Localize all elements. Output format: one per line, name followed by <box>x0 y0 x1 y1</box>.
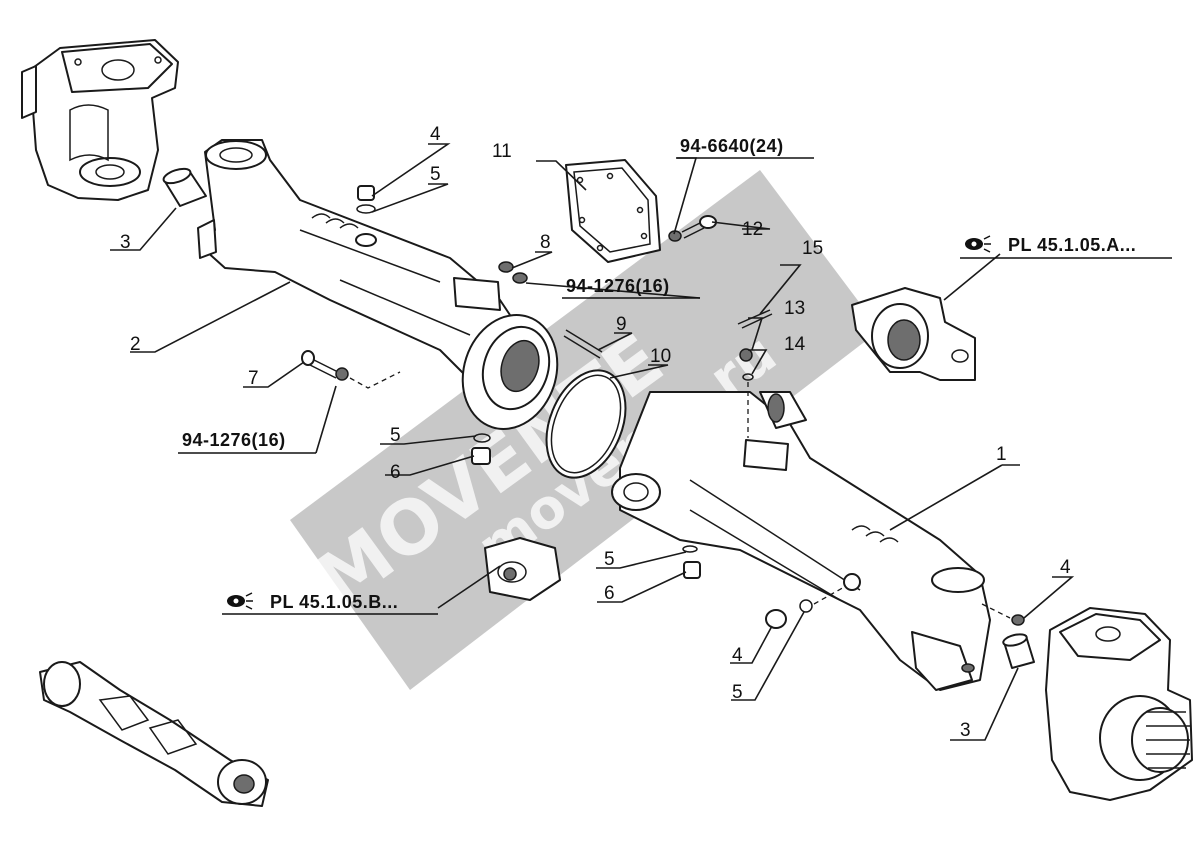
crossref-pl-a[interactable]: PL 45.1.05.A... <box>960 235 1172 259</box>
ref-pl-b-label: PL 45.1.05.B... <box>270 592 398 612</box>
breather-top <box>355 185 377 247</box>
stud-9 <box>563 329 603 359</box>
ref-94-6640: 94-6640(24) <box>680 136 784 156</box>
axle-housing-left-half <box>197 139 521 381</box>
callout-9: 9 <box>616 314 627 335</box>
callout-4-right: 4 <box>1060 557 1071 578</box>
bushing-right <box>981 603 1035 669</box>
callout-13: 13 <box>784 298 805 319</box>
callout-labels: 1 2 3 3 4 5 4 4 5 5 5 6 6 7 8 9 10 11 12… <box>120 124 1172 741</box>
breather-lower <box>682 545 701 579</box>
o-ring-10 <box>545 369 627 479</box>
assembled-axle-thumbnail <box>39 661 269 807</box>
callout-5-top: 5 <box>430 164 441 185</box>
eye-arrow-icon <box>965 235 991 253</box>
callout-5-mid-left: 5 <box>390 425 401 446</box>
callout-5-mid: 5 <box>604 549 615 570</box>
small-parts-13-15 <box>737 309 773 438</box>
callout-8: 8 <box>540 232 551 253</box>
ref-94-1276-top: 94-1276(16) <box>566 276 670 296</box>
nut-8 <box>498 261 528 284</box>
callout-3-left: 3 <box>120 232 131 253</box>
callout-7: 7 <box>248 368 259 389</box>
callout-1: 1 <box>996 444 1007 465</box>
crossref-pl-b[interactable]: PL 45.1.05.B... <box>222 592 438 615</box>
bolt-12 <box>668 215 717 242</box>
ref-94-1276-left: 94-1276(16) <box>182 430 286 450</box>
bushing-left <box>162 167 207 207</box>
steering-knuckle-left <box>21 39 179 201</box>
callout-4-bottom-left: 4 <box>732 645 743 666</box>
cover-plate <box>565 159 661 263</box>
callout-14: 14 <box>784 334 806 355</box>
callout-6-left: 6 <box>390 462 401 483</box>
axle-housing-right-half <box>611 391 991 691</box>
steering-knuckle-right <box>1045 607 1193 801</box>
callout-5-bottom: 5 <box>732 682 743 703</box>
eye-arrow-icon <box>227 592 253 610</box>
breather-bottom <box>765 585 847 629</box>
housing-flange <box>461 314 559 430</box>
callout-2: 2 <box>130 334 141 355</box>
callout-4-top: 4 <box>430 124 441 145</box>
bracket-b <box>484 537 561 601</box>
bracket-a <box>851 287 976 381</box>
callout-11: 11 <box>492 141 512 162</box>
ref-pl-a-label: PL 45.1.05.A... <box>1008 235 1136 255</box>
callout-12: 12 <box>742 219 763 240</box>
callout-3-right: 3 <box>960 720 971 741</box>
leader-lines <box>110 143 1075 741</box>
callout-10: 10 <box>650 346 671 367</box>
bolt-7 <box>301 350 349 381</box>
callout-6-mid: 6 <box>604 583 615 604</box>
callout-15: 15 <box>802 238 823 259</box>
bolt-7-path <box>349 371 401 389</box>
